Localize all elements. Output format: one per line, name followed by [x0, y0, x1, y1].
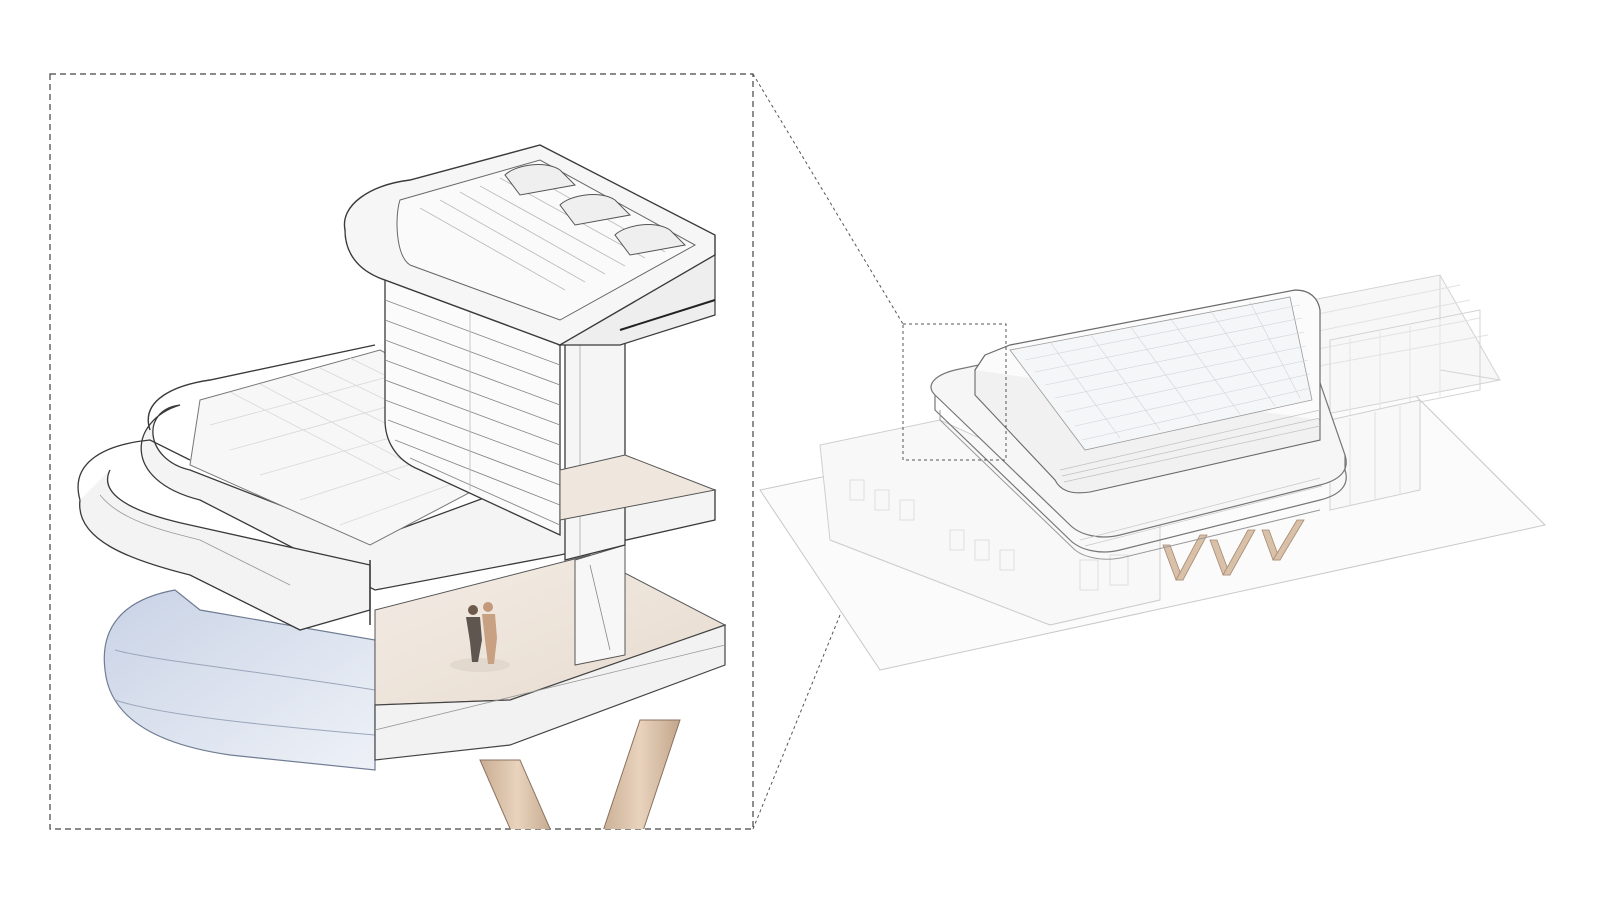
v-column-structure — [479, 719, 681, 829]
section-detail-panel — [49, 73, 754, 830]
overview-detail-marker — [902, 323, 1007, 461]
interior-wall — [574, 544, 626, 666]
detail-frame — [49, 73, 754, 830]
overview-upper-volume — [974, 289, 1321, 494]
roof-with-skylights — [343, 144, 716, 346]
upper-louvered-block — [384, 279, 717, 561]
building-overview-panel — [759, 274, 1547, 671]
people-figures — [450, 602, 510, 672]
lower-glass-facade — [103, 589, 376, 771]
overview-v-columns — [1162, 519, 1305, 581]
